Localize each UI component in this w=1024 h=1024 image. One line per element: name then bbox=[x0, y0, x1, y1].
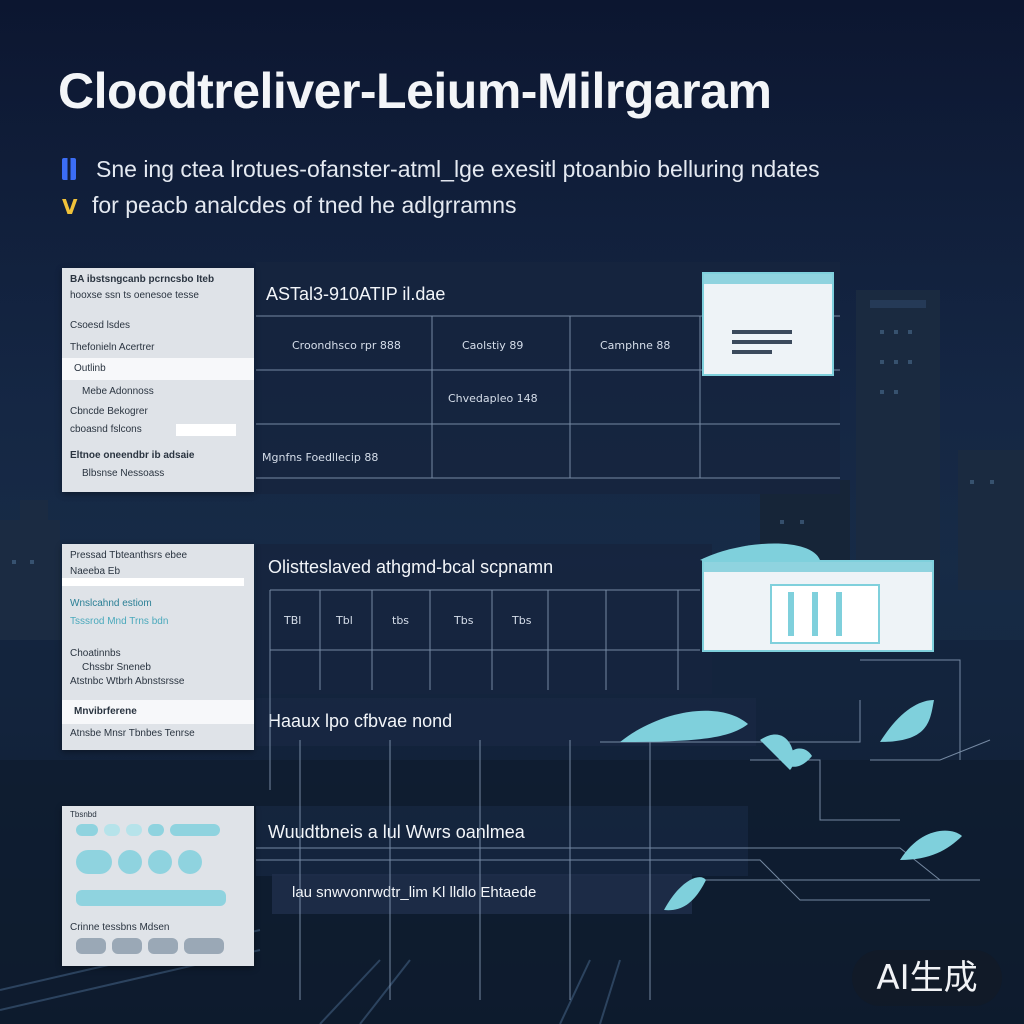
page-title: Cloodtreliver-Leium-Milrgaram bbox=[58, 63, 772, 119]
panel-3-subtext: lau snwvonrwdtr_lim Kl lldlo Ehtaede bbox=[292, 884, 537, 901]
chip-row bbox=[76, 938, 224, 954]
card-row: BA ibstsngcanb pcrncsbo Iteb bbox=[70, 274, 215, 285]
titlebar bbox=[704, 274, 832, 284]
card-row[interactable]: Eltnoe oneendbr ib adsaie bbox=[70, 450, 195, 461]
panel-1-cell: Croondhsco rpr 888 bbox=[292, 339, 401, 352]
circle-button-icon[interactable] bbox=[118, 850, 142, 874]
card-row-selected[interactable]: Mnvibrferene bbox=[62, 700, 254, 724]
data-panel-2 bbox=[256, 544, 712, 694]
card-row[interactable]: Blbsnse Nessoass bbox=[82, 468, 165, 479]
chip[interactable] bbox=[76, 938, 106, 954]
card-row-selected[interactable]: Outlinb bbox=[62, 358, 254, 380]
ai-generated-watermark: AI生成 bbox=[852, 950, 1002, 1006]
panel-1-cell: Caolstiy 89 bbox=[462, 339, 524, 352]
card-row[interactable]: Atstnbc Wtbrh Abnstsrsse bbox=[70, 676, 185, 687]
sidebar-card-2: Pressad Tbteanthsrs ebee Naeeba Eb Wnslc… bbox=[62, 544, 254, 750]
chip[interactable] bbox=[148, 938, 178, 954]
toggle-icon[interactable] bbox=[148, 824, 164, 836]
card-row[interactable]: cboasnd fslcons bbox=[70, 424, 142, 435]
band-header: Haaux lpo cfbvae nond bbox=[268, 711, 453, 731]
panel-2-cell: Tbl bbox=[336, 614, 353, 627]
card-row[interactable]: Cbncde Bekogrer bbox=[70, 406, 148, 417]
sidebar-card-1: BA ibstsngcanb pcrncsbo Iteb hooxse ssn … bbox=[62, 268, 254, 492]
sidebar-card-3: Tbsnbd Crinne tessbns Mdsen bbox=[62, 806, 254, 966]
card-row[interactable]: Csoesd lsdes bbox=[70, 320, 131, 331]
panel-2-cell: Tbs bbox=[512, 614, 532, 627]
panel-1-cell: Chvedapleo 148 bbox=[448, 392, 538, 405]
panel-2-header: Olistteslaved athgmd-bcal scpnamn bbox=[268, 557, 554, 577]
chip[interactable] bbox=[184, 938, 224, 954]
card-row[interactable]: Atnsbe Mnsr Tbnbes Tenrse bbox=[70, 728, 195, 739]
card-row[interactable]: Choatinnbs bbox=[70, 648, 121, 659]
card-row: Naeeba Eb bbox=[70, 566, 121, 577]
card-row: Crinne tessbns Mdsen bbox=[70, 922, 170, 933]
progress-bar bbox=[76, 890, 226, 906]
subtitle-line-1: Sne ing ctea lrotues-ofanster-atml_lge e… bbox=[96, 156, 820, 182]
panel-1-cell: Camphne 88 bbox=[600, 339, 671, 352]
browser-window-thumbnail bbox=[702, 272, 834, 376]
card-row[interactable]: Thefonieln Acertrer bbox=[70, 342, 155, 353]
card-row: Tbsnbd bbox=[70, 810, 97, 819]
circle-button-icon[interactable] bbox=[76, 850, 112, 874]
toggle-icon[interactable] bbox=[76, 824, 98, 836]
chip[interactable] bbox=[112, 938, 142, 954]
checkmark-icon: V bbox=[62, 195, 78, 219]
panel-3-header: Wuudtbneis a lul Wwrs oanlmea bbox=[268, 822, 525, 842]
panel-1-cell: Mgnfns Foedllecip 88 bbox=[262, 451, 379, 464]
circle-button-icon[interactable] bbox=[178, 850, 202, 874]
bullet-marker-icon bbox=[62, 158, 76, 180]
toggle-icon[interactable] bbox=[126, 824, 142, 836]
card-row[interactable]: Wnslcahnd estiom bbox=[70, 598, 152, 609]
panel-2-cell: TBl bbox=[284, 614, 302, 627]
panel-2-cell: tbs bbox=[392, 614, 410, 627]
panel-1-header: ASTal3-910ATIP il.dae bbox=[266, 284, 446, 304]
toggle-icon[interactable] bbox=[104, 824, 120, 836]
card-row[interactable]: Chssbr Sneneb bbox=[82, 662, 151, 673]
pill-row bbox=[76, 850, 202, 874]
card-row[interactable]: Mebe Adonnoss bbox=[82, 386, 154, 397]
circle-button-icon[interactable] bbox=[148, 850, 172, 874]
card-row[interactable]: Tsssrod Mnd Trns bdn bbox=[70, 616, 169, 627]
panel-2-cell: Tbs bbox=[454, 614, 474, 627]
card-row: hooxse ssn ts oenesoe tesse bbox=[70, 290, 199, 301]
subtitle-line-2: for peacb analcdes of tned he adlgrramns bbox=[92, 192, 517, 218]
card-row: Pressad Tbteanthsrs ebee bbox=[70, 550, 188, 561]
titlebar bbox=[704, 562, 932, 572]
web-page-thumbnail bbox=[702, 560, 934, 652]
toggle-row bbox=[76, 824, 220, 836]
toggle-icon[interactable] bbox=[170, 824, 220, 836]
